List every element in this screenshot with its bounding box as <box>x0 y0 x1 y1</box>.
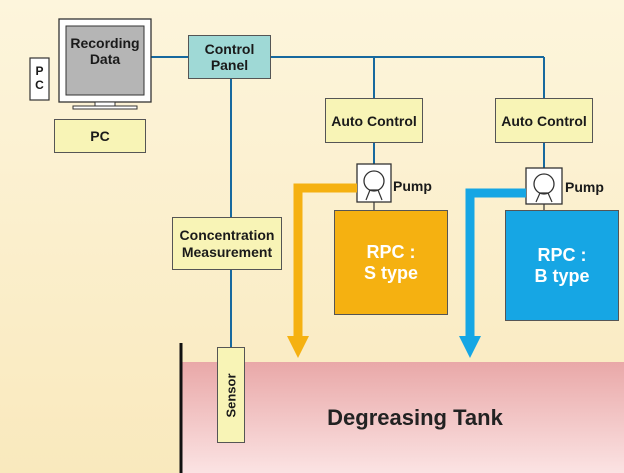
pump-1-body <box>356 163 392 203</box>
degreasing-tank-label: Degreasing Tank <box>327 405 503 430</box>
monitor-neck <box>94 101 116 107</box>
computer-unit <box>29 18 152 110</box>
pump-2-base-icon <box>535 192 553 203</box>
pump-1-rotor-icon <box>363 170 385 192</box>
concentration-measurement-box: Concentration Measurement <box>172 217 282 270</box>
arrow-s-shaft <box>293 183 357 338</box>
pc-tower <box>29 57 50 101</box>
auto-control-2-box: Auto Control <box>495 98 593 143</box>
pump-1-unit <box>356 163 392 210</box>
dosing-arrow-b-type <box>459 188 526 358</box>
pump-1-label: Pump <box>393 178 432 194</box>
pump-2-rotor-icon <box>533 173 555 195</box>
pump-2-label: Pump <box>565 179 604 195</box>
recording-data-label: Recording Data <box>70 34 140 67</box>
rpc-s-type-tank: RPC : S type <box>334 210 448 315</box>
pc-box: PC <box>54 119 146 153</box>
degreasing-tank-liquid <box>181 362 624 473</box>
arrow-b-head <box>459 336 481 358</box>
monitor-stand <box>72 105 138 110</box>
arrow-b-shaft <box>465 188 526 338</box>
pump-2-unit <box>525 167 563 210</box>
sensor-label: Sensor <box>223 372 239 418</box>
auto-control-1-box: Auto Control <box>325 98 423 143</box>
control-wiring <box>151 56 545 347</box>
monitor-screen <box>65 25 145 96</box>
sensor-probe: Sensor <box>217 347 245 443</box>
arrow-s-head <box>287 336 309 358</box>
dosing-arrow-s-type <box>287 183 357 358</box>
pc-tower-label: P C <box>35 64 44 92</box>
rpc-b-type-tank: RPC : B type <box>505 210 619 321</box>
control-panel-box: Control Panel <box>188 35 271 79</box>
pump-1-base-icon <box>365 189 383 201</box>
